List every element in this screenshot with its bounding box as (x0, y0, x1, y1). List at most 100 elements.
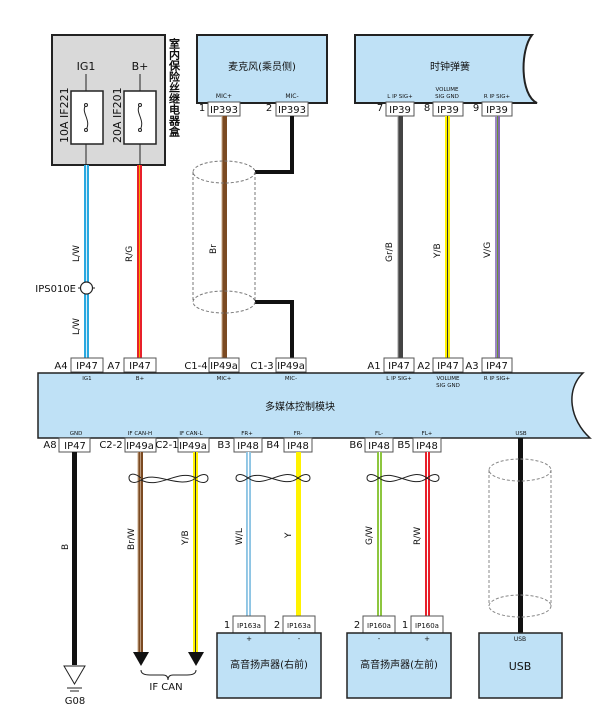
speaker-left-title: 高音扬声器(左前) (360, 658, 438, 671)
module-connector: IP47 (437, 361, 459, 372)
module-pin-signal: FL- (375, 431, 383, 437)
module-connector: IP47 (129, 361, 151, 372)
speaker-connector: IP160a (415, 622, 439, 630)
wire-vg: V/G (483, 116, 500, 358)
wire-brw-can-h: Br/W (127, 452, 149, 666)
module-pin-signal: B+ (136, 376, 145, 382)
speaker-connector: IP163a (287, 622, 311, 630)
mic-pin-signal: MIC+ (216, 93, 232, 100)
speaker-left-front: 2 IP160a 1 IP160a - + 高音扬声器(左前) (346, 615, 452, 699)
usb-pin-signal: USB (514, 636, 526, 643)
wire-color-label: R/W (413, 527, 423, 545)
speaker-pin-number: 2 (274, 620, 280, 631)
mic-connector: IP393 (278, 105, 306, 116)
module-connector: IP49a (126, 441, 154, 452)
fuse-if221 (70, 90, 104, 145)
module-pin-signal: FR+ (241, 431, 253, 437)
twisted-pair-fl (366, 474, 440, 483)
module-pin-number: A2 (417, 361, 430, 372)
module-title: 多媒体控制模块 (265, 400, 335, 413)
microphone-title: 麦克风(乘员侧) (228, 60, 296, 73)
module-bottom-connectors: A8 IP47 C2-2 IP49a C2-1 IP49a B3 IP48 B4… (43, 437, 442, 453)
module-pin-number: A8 (43, 440, 56, 451)
module-connector: IP48 (368, 441, 390, 452)
module-pin-signal: MIC+ (217, 376, 232, 382)
shield-cylinder (192, 160, 256, 314)
wire-color-label: L/W (72, 245, 82, 262)
module-connector: IP47 (388, 361, 410, 372)
wire-y-fr-minus: Y (284, 452, 301, 616)
wire-mic-shielded: Br (192, 116, 294, 358)
clock-spring-title: 时钟弹簧 (430, 60, 470, 73)
can-brace (140, 669, 197, 681)
multimedia-module: 多媒体控制模块 IG1 B+ MIC+ MIC- L IP SIG+ VOLUM… (37, 372, 592, 439)
fuse-terminal-bplus: B+ (132, 60, 149, 73)
wire-grb: Gr/B (385, 116, 403, 358)
speaker-polarity: + (424, 635, 430, 643)
wire-yb-upper: Y/B (433, 116, 450, 358)
module-pin-number: C2-1 (155, 440, 178, 451)
wire-color-label: W/L (235, 528, 245, 545)
module-connector: IP48 (237, 441, 259, 452)
speaker-polarity: - (378, 635, 381, 643)
module-connector: IP47 (64, 441, 86, 452)
module-top-connectors: A4 IP47 A7 IP47 C1-4 IP49a C1-3 IP49a A1… (54, 357, 513, 373)
usb-port: USB USB (478, 632, 563, 699)
module-pin-signal: IF CAN-H (128, 431, 152, 437)
wire-color-label: Gr/B (385, 242, 395, 262)
speaker-right-front: 1 IP163a 2 IP163a + - 高音扬声器(右前) (216, 615, 322, 699)
wire-rg: R/G (125, 165, 142, 358)
twisted-pair-can (128, 473, 209, 483)
module-pin-signal: IG1 (82, 376, 91, 382)
module-pin-number: C2-2 (99, 440, 122, 451)
usb-title: USB (509, 660, 532, 673)
wire-gw-fl-minus: G/W (365, 452, 382, 616)
module-pin-number: B3 (217, 440, 230, 451)
clock-spring-box: 时钟弹簧 L IP SIG+ VOLUME SIG GND R IP SIG+ … (354, 34, 538, 117)
module-pin-number: B6 (349, 440, 362, 451)
shield-cylinder (488, 458, 552, 618)
clock-pin-signal: L IP SIG+ (387, 94, 413, 100)
clock-connector: IP39 (389, 105, 411, 116)
module-pin-signal: MIC- (285, 376, 297, 382)
module-pin-signal: GND (70, 431, 83, 437)
speaker-pin-number: 1 (224, 620, 230, 631)
wire-color-label: Y/B (433, 243, 443, 259)
module-pin-number: C1-4 (184, 361, 207, 372)
mic-pin-number: 2 (266, 103, 272, 114)
module-pin-number: B4 (266, 440, 279, 451)
module-connector: IP49a (277, 361, 305, 372)
wire-rw-fl-plus: R/W (413, 452, 430, 616)
clock-pin-signal: SIG GND (435, 94, 459, 100)
speaker-pin-number: 1 (402, 620, 408, 631)
clock-pin-signal: VOLUME (435, 87, 459, 93)
twisted-pair-fr (235, 474, 311, 483)
splice-label: IPS010E (35, 284, 76, 295)
microphone-box: 麦克风(乘员侧) MIC+ MIC- 1 IP393 2 IP393 (196, 34, 328, 117)
module-connector: IP48 (287, 441, 309, 452)
speaker-connector: IP160a (367, 622, 391, 630)
module-connector: IP48 (416, 441, 438, 452)
clock-pin-signal: R IP SIG+ (484, 94, 511, 100)
module-connector: IP47 (76, 361, 98, 372)
wire-color-label: Y/B (181, 530, 191, 546)
fuse-box: 室内保险丝继电器盒 IG1 10A IF221 B+ 20A IF201 (51, 34, 181, 166)
module-pin-signal: IF CAN-L (179, 431, 203, 437)
clock-pin-number: 8 (424, 103, 430, 114)
module-pin-signal: FL+ (422, 431, 433, 437)
module-pin-number: A1 (367, 361, 380, 372)
splice-point (79, 281, 94, 295)
wire-wl-fr-plus: W/L (235, 452, 251, 616)
can-label: IF CAN (149, 682, 182, 693)
speaker-polarity: + (246, 635, 252, 643)
module-pin-number: A4 (54, 361, 67, 372)
wire-color-label: R/G (125, 246, 135, 262)
clock-connector: IP39 (486, 105, 508, 116)
fuse-label-if221: 10A IF221 (58, 87, 71, 143)
wire-color-label: L/W (72, 318, 82, 335)
wire-yb-can-l: Y/B (181, 452, 204, 666)
wire-color-label: G/W (365, 526, 375, 545)
module-pin-number: A3 (465, 361, 478, 372)
module-connector: IP49a (210, 361, 238, 372)
